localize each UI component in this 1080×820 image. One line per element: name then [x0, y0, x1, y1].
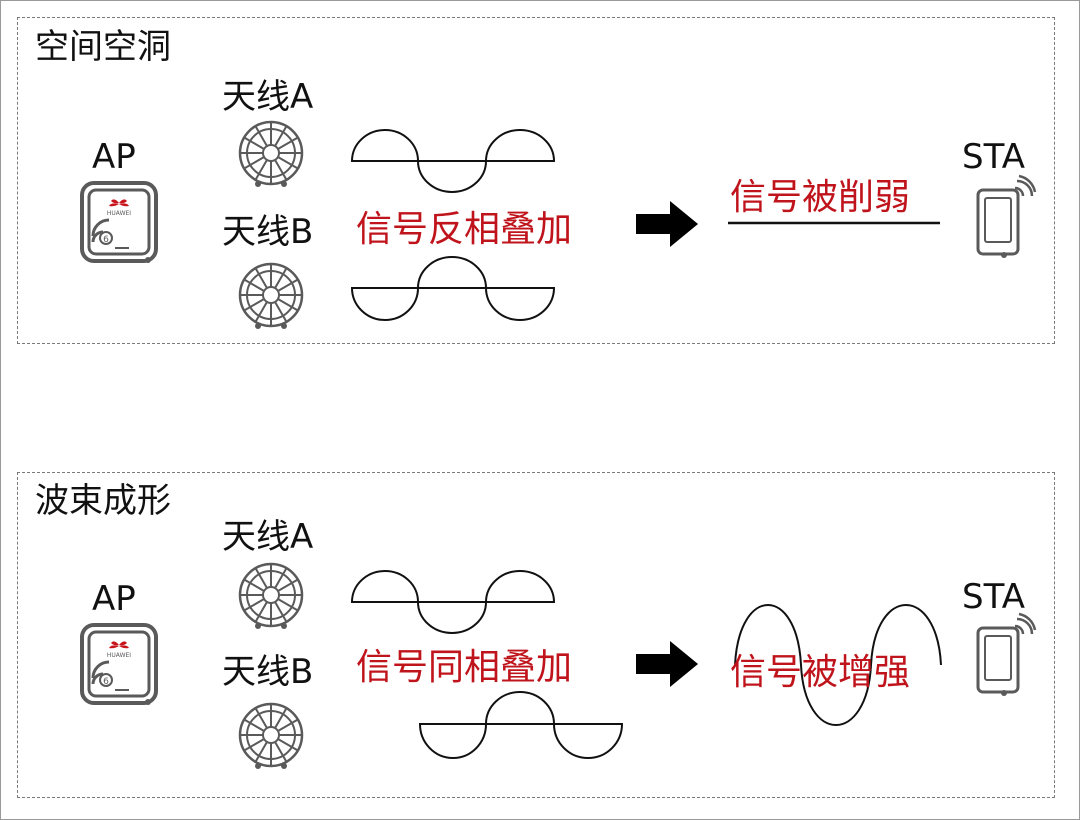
superposition-label: 信号反相叠加: [356, 209, 573, 250]
signal-wave-b-in-phase: [418, 691, 624, 759]
wifi-access-point-icon: HUAWEI 6: [80, 181, 158, 263]
ap-badge: 6: [103, 235, 109, 245]
ap-label: AP: [92, 579, 136, 619]
ap-logo-text: HUAWEI: [107, 210, 131, 217]
result-label: 信号被增强: [730, 652, 911, 693]
antenna-wheel-icon: [238, 262, 304, 329]
signal-wave-a: [350, 129, 556, 193]
signal-wave-b-inverted: [350, 256, 556, 321]
signal-wave-a: [350, 570, 556, 634]
antenna-wheel-icon: [238, 562, 304, 629]
right-arrow-icon: [636, 201, 698, 247]
antenna-a-label: 天线A: [222, 77, 314, 117]
panel-title: 波束成形: [35, 481, 171, 521]
antenna-b-label: 天线B: [222, 652, 314, 692]
superposition-label: 信号同相叠加: [356, 647, 573, 688]
wifi-access-point-icon: HUAWEI 6: [80, 623, 158, 705]
antenna-wheel-icon: [238, 120, 304, 187]
panel-title: 空间空洞: [35, 27, 171, 67]
panel-spatial-null: [17, 17, 1055, 344]
enhanced-signal-wave: [734, 604, 942, 726]
sta-label: STA: [962, 577, 1025, 617]
result-label: 信号被削弱: [730, 177, 911, 218]
antenna-wheel-icon: [238, 702, 304, 769]
sta-label: STA: [962, 137, 1025, 177]
ap-logo-text: HUAWEI: [107, 652, 131, 659]
weakened-flat-signal: [728, 221, 940, 225]
smartphone-wifi-icon: [976, 174, 1037, 258]
antenna-a-label: 天线A: [222, 517, 314, 557]
smartphone-wifi-icon: [976, 612, 1037, 696]
panel-beamforming: [17, 472, 1055, 798]
ap-badge: 6: [103, 677, 109, 687]
right-arrow-icon: [636, 641, 698, 687]
ap-label: AP: [92, 137, 136, 177]
antenna-b-label: 天线B: [222, 212, 314, 252]
